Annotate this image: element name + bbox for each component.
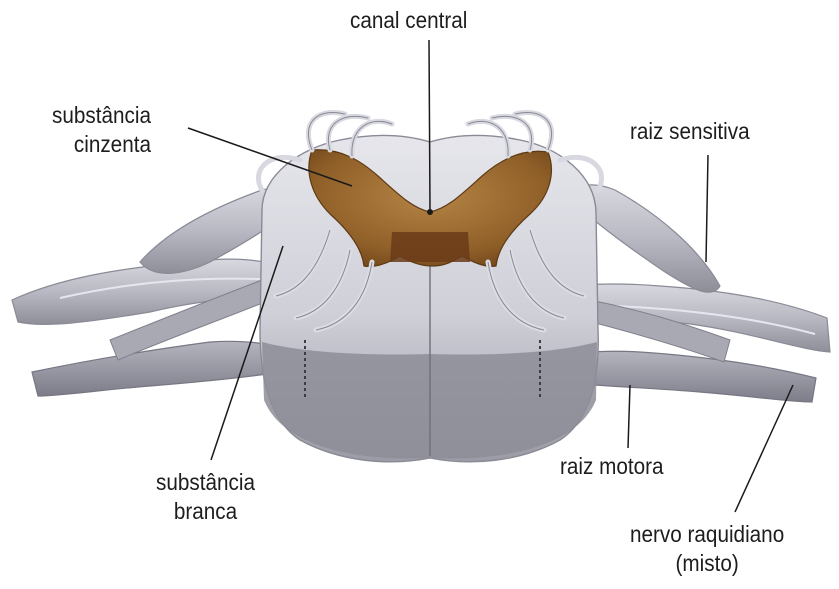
leader-raiz-sensitiva: [706, 155, 708, 262]
leader-raiz-motora: [628, 385, 630, 448]
label-substancia-cinzenta: substância cinzenta: [52, 101, 151, 159]
left-spinal-nerve: [12, 188, 302, 396]
label-canal-central: canal central: [350, 6, 467, 35]
nervo-raquidiano-line1: nervo raquidiano: [630, 520, 784, 549]
substancia-branca-line1: substância: [156, 468, 255, 497]
substancia-cinzenta-line1: substância: [52, 101, 151, 130]
nervo-raquidiano-line2: (misto): [630, 549, 784, 578]
label-raiz-sensitiva: raiz sensitiva: [630, 117, 750, 146]
leader-nervo-raquidiano: [735, 385, 793, 512]
substancia-branca-line2: branca: [156, 497, 255, 526]
label-raiz-motora: raiz motora: [560, 452, 664, 481]
label-nervo-raquidiano: nervo raquidiano (misto): [630, 520, 784, 578]
canal-central-text: canal central: [350, 6, 467, 35]
leader-canal-central: [429, 40, 430, 210]
raiz-sensitiva-text: raiz sensitiva: [630, 117, 750, 146]
label-substancia-branca: substância branca: [156, 468, 255, 526]
substancia-cinzenta-line2: cinzenta: [52, 130, 151, 159]
raiz-motora-text: raiz motora: [560, 452, 664, 481]
